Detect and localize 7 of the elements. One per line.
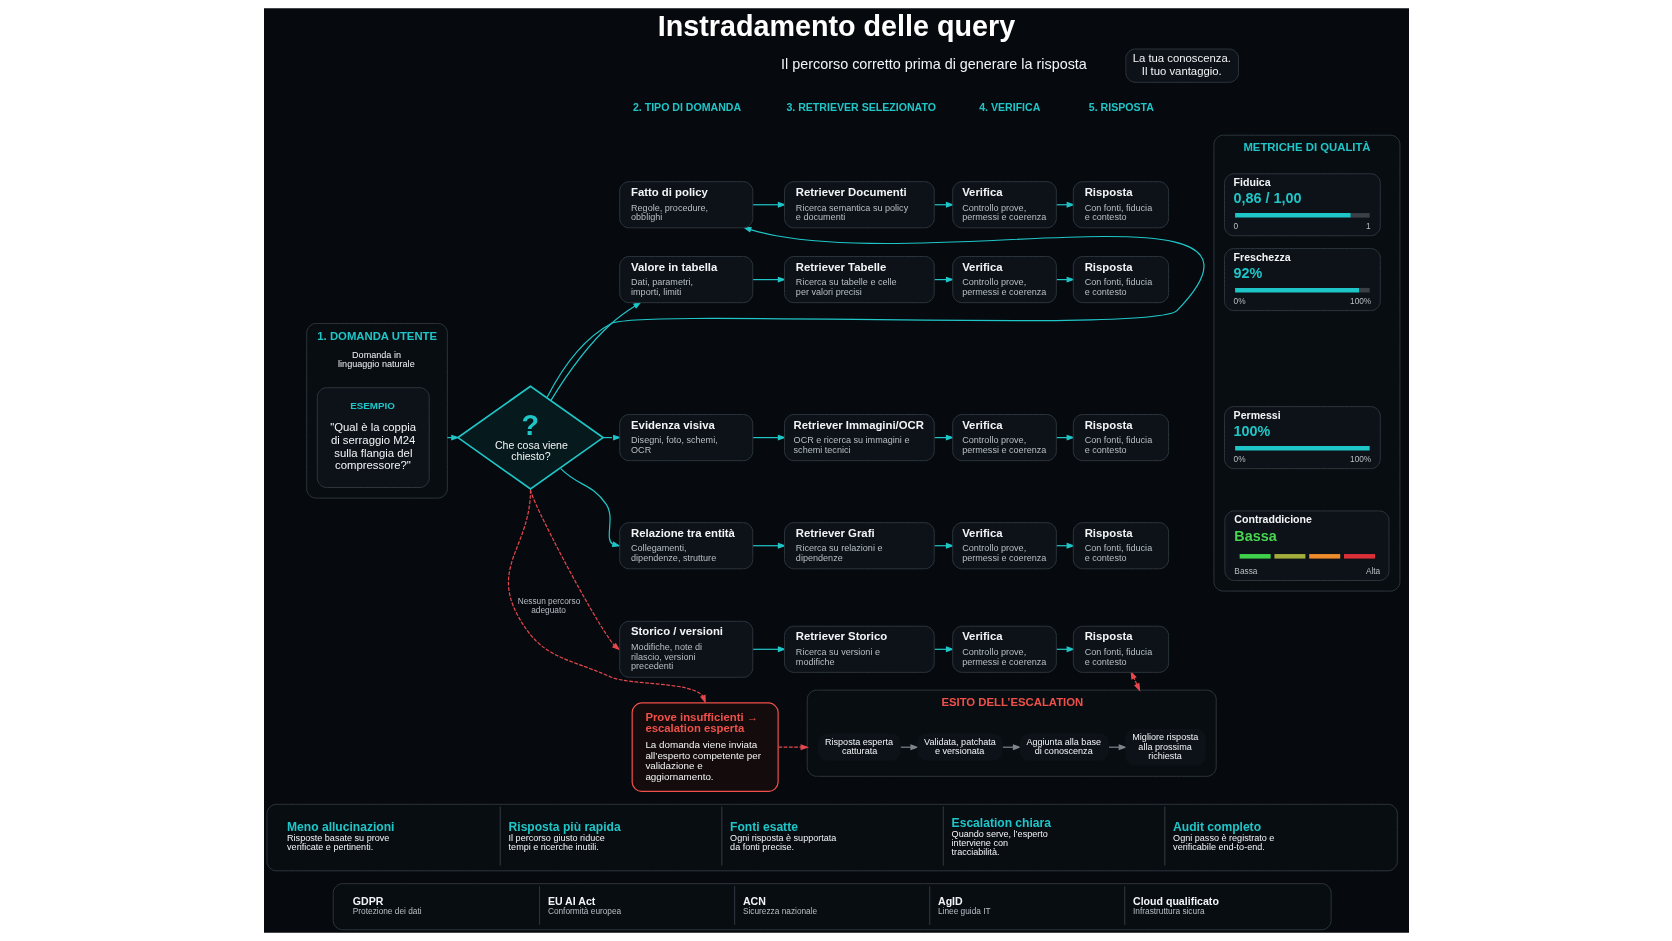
label: 3. RETRIEVER SELEZIONATO [785,100,936,113]
label: Il percorso corretto prima di generare la risposta [780,56,1087,73]
edge-label: Nessun percorso adeguato [517,595,580,615]
label: 5. RISPOSTA [1088,100,1154,113]
label: 4. VERIFICA [978,100,1040,113]
label: 2. TIPO DI DOMANDA [632,100,741,113]
diagram-title: Instradamento delle query [657,10,1015,43]
